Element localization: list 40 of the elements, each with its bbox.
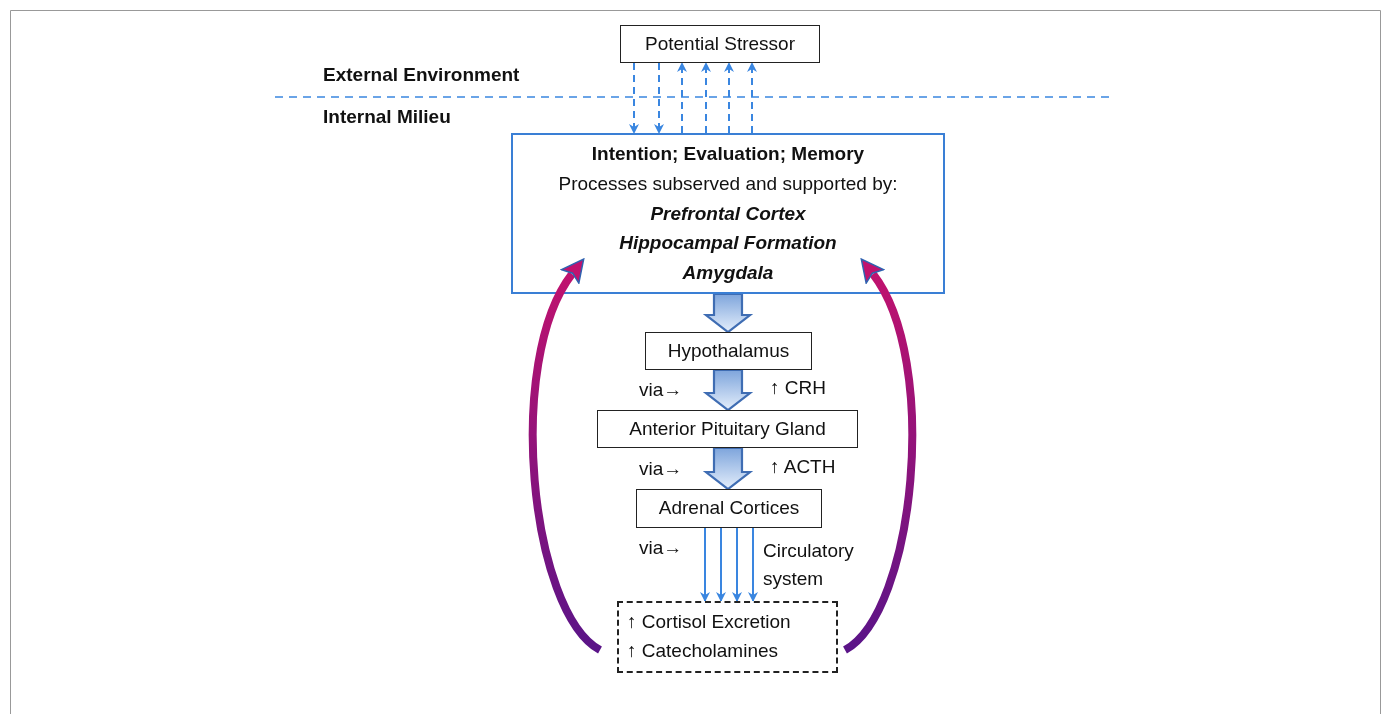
pathway-label: Circulatory system (763, 539, 855, 591)
arrow (732, 527, 742, 602)
arrow (677, 62, 687, 134)
node-text: Hippocampal Formation (619, 232, 837, 256)
node-text: Amygdala (682, 262, 774, 285)
process-box (617, 601, 838, 673)
arrow (700, 527, 710, 602)
arrow (747, 62, 757, 134)
process-box (636, 489, 822, 528)
node-text: Anterior Pituitary Gland (629, 417, 826, 441)
arrow (654, 62, 664, 134)
curved-arrow (842, 256, 917, 654)
node-text: ↑ Cortisol Excretion (627, 611, 791, 634)
node-text: Hypothalamus (667, 339, 790, 363)
node-text: ↑ Catecholamines (627, 640, 779, 663)
arrow (716, 527, 726, 602)
node-text: Prefrontal Cortex (650, 202, 806, 226)
node-text: Processes subserved and supported by: (558, 172, 898, 196)
via-label: via→ (639, 458, 683, 481)
hormone-label: ↑ CRH (770, 377, 826, 400)
node-text: Potential Stressor (645, 32, 795, 56)
block-arrow (702, 292, 754, 334)
arrow (701, 62, 711, 134)
arrow (724, 62, 734, 134)
section-label: External Environment (323, 64, 520, 87)
process-box (597, 410, 858, 448)
arrow (748, 527, 758, 602)
block-arrow (702, 368, 754, 412)
curved-arrow (528, 256, 603, 654)
via-label: via→ (639, 379, 683, 402)
process-box (511, 133, 945, 294)
block-arrow (702, 446, 754, 491)
arrow (629, 62, 639, 134)
process-box (620, 25, 820, 63)
node-text: Adrenal Cortices (658, 497, 800, 520)
node-text: Intention; Evaluation; Memory (591, 143, 865, 166)
section-label: Internal Milieu (323, 106, 451, 129)
via-label: via→ (639, 537, 683, 560)
process-box (645, 332, 812, 370)
hormone-label: ↑ ACTH (770, 456, 836, 479)
